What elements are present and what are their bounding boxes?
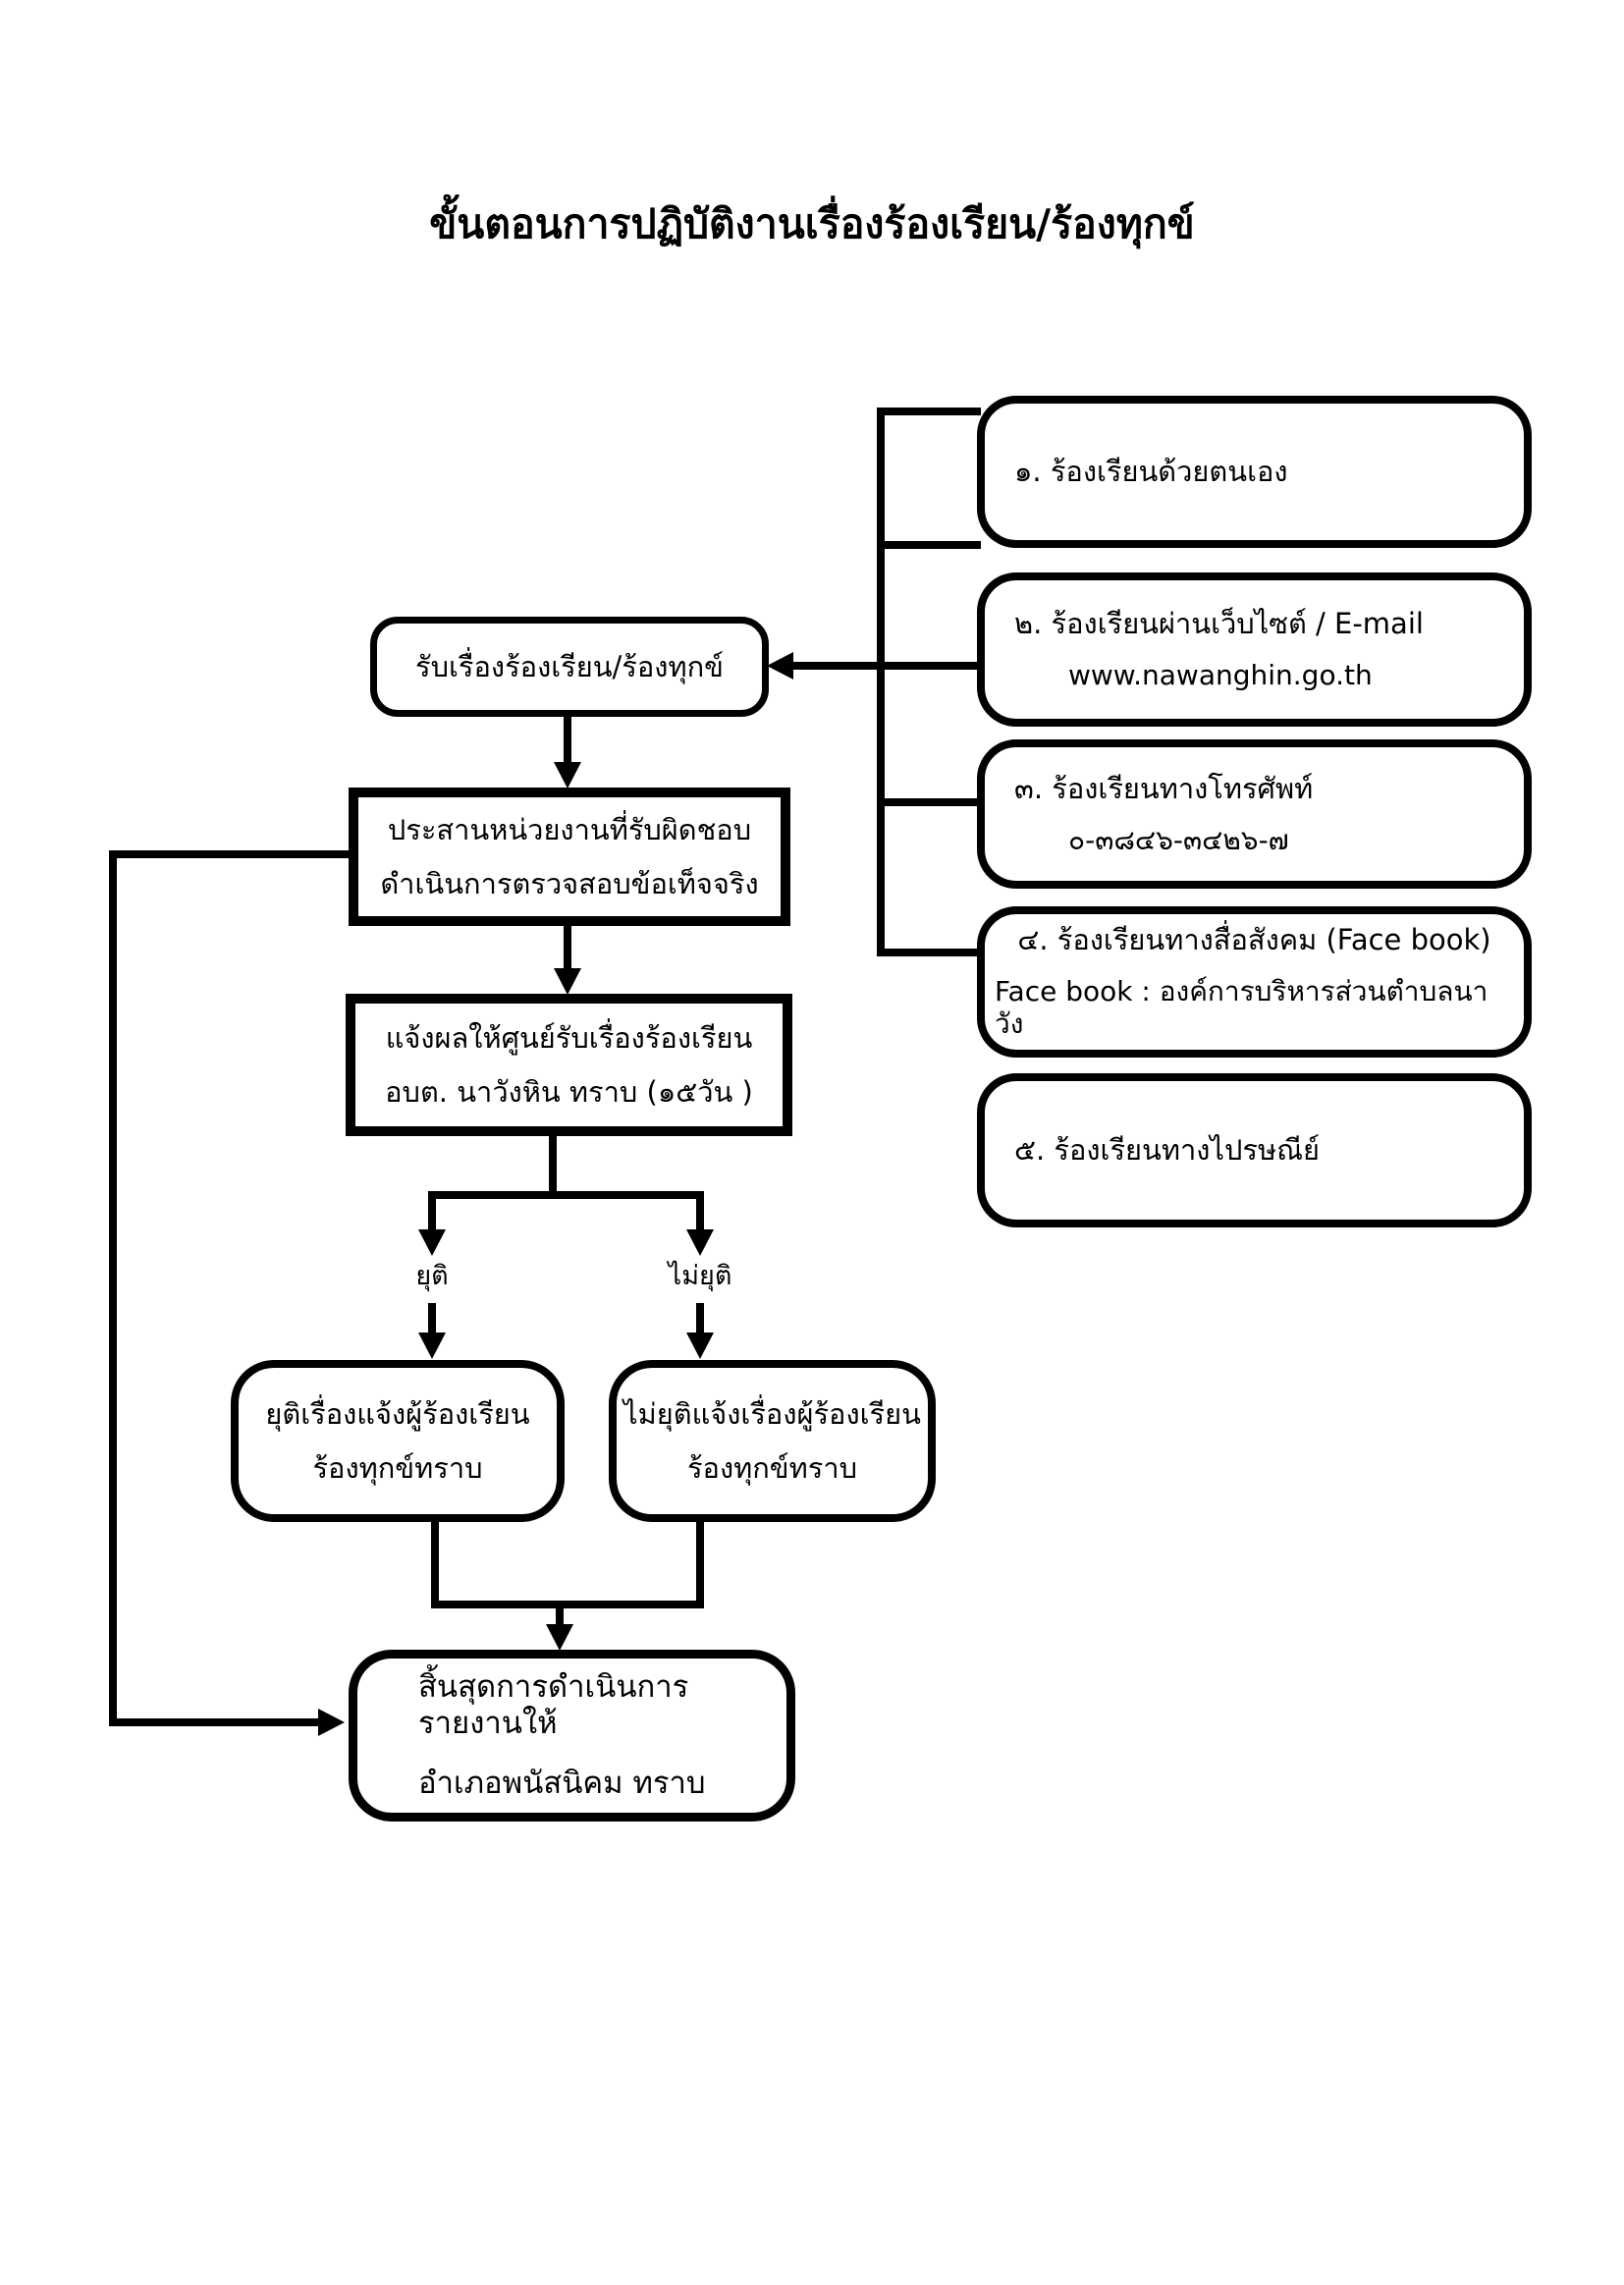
arrowhead-branch-right-upper xyxy=(686,1229,714,1256)
connector-branch-left-lower xyxy=(428,1303,436,1334)
channel-box-post-line1: ๕. ร้องเรียนทางไปรษณีย์ xyxy=(1014,1133,1320,1168)
connector-branch-left-upper xyxy=(428,1191,436,1231)
channel-box-post: ๕. ร้องเรียนทางไปรษณีย์ xyxy=(977,1073,1532,1227)
not-concluded-line2: ร้องทุกข์ทราบ xyxy=(686,1450,858,1485)
arrowhead-into-coordinate xyxy=(554,762,581,789)
channel-box-website-url: www.nawanghin.go.th xyxy=(1068,659,1373,692)
connector-split-bar xyxy=(428,1191,704,1199)
connector-branch-right-upper xyxy=(696,1191,704,1231)
connector-branch-right-lower xyxy=(696,1303,704,1334)
arrowhead-into-end xyxy=(546,1624,573,1651)
channel-box-social-account: Face book : องค์การบริหารส่วนตำบลนาวัง xyxy=(995,974,1489,1041)
channel-box-website-line1: ๒. ร้องเรียนผ่านเว็บไซต์ / E-mail xyxy=(1014,607,1424,641)
connector-feedback-top xyxy=(109,850,349,858)
coordinate-agency-line2: ดำเนินการตรวจสอบข้อเท็จจริง xyxy=(380,866,759,900)
connector-feedback-bottom xyxy=(109,1718,320,1726)
connector-receive-to-coordinate xyxy=(564,717,571,764)
report-result-line2: อบต. นาวังหิน ทราบ (๑๕วัน ) xyxy=(385,1074,753,1109)
arrowhead-into-concluded xyxy=(418,1333,446,1359)
arrowhead-into-report xyxy=(554,968,581,995)
channel-box-website-email: ๒. ร้องเรียนผ่านเว็บไซต์ / E-mail www.na… xyxy=(977,572,1532,727)
concluded-line2: ร้องทุกข์ทราบ xyxy=(312,1450,483,1485)
connector-merge-down xyxy=(556,1608,564,1626)
channel-box-phone-number: ๐-๓๘๔๖-๓๔๒๖-๗ xyxy=(1068,823,1289,856)
connector-stub-box1-bottom xyxy=(877,541,981,549)
connector-spine xyxy=(877,408,885,956)
end-process-box: สิ้นสุดการดำเนินการรายงานให้ อำเภอพนัสนิ… xyxy=(349,1650,795,1822)
branch-label-concluded: ยุติ xyxy=(415,1261,449,1291)
coordinate-agency-box: ประสานหน่วยงานที่รับผิดชอบ ดำเนินการตรวจ… xyxy=(349,788,790,926)
connector-coordinate-to-report xyxy=(564,926,571,970)
concluded-box: ยุติเรื่องแจ้งผู้ร้องเรียน ร้องทุกข์ทราบ xyxy=(231,1360,565,1522)
connector-stub-box3 xyxy=(877,798,981,806)
not-concluded-line1: ไม่ยุติแจ้งเรื่องผู้ร้องเรียน xyxy=(623,1396,921,1431)
connector-merge-right xyxy=(696,1522,704,1608)
branch-label-not-concluded: ไม่ยุติ xyxy=(668,1261,732,1291)
arrowhead-feedback-into-end xyxy=(318,1709,345,1736)
channel-box-in-person: ๑. ร้องเรียนด้วยตนเอง xyxy=(977,396,1532,548)
connector-spine-to-receive xyxy=(792,662,981,670)
connector-stub-box1-top xyxy=(877,408,981,415)
connector-merge-left xyxy=(431,1522,439,1608)
connector-merge-bar xyxy=(431,1601,704,1608)
report-result-line1: แจ้งผลให้ศูนย์รับเรื่องร้องเรียน xyxy=(385,1020,753,1055)
coordinate-agency-line1: ประสานหน่วยงานที่รับผิดชอบ xyxy=(387,812,752,846)
channel-box-in-person-line1: ๑. ร้องเรียนด้วยตนเอง xyxy=(1014,455,1288,489)
receive-complaint-label: รับเรื่องร้องเรียน/ร้องทุกข์ xyxy=(415,649,724,683)
report-result-box: แจ้งผลให้ศูนย์รับเรื่องร้องเรียน อบต. นา… xyxy=(346,994,792,1136)
end-process-line1: สิ้นสุดการดำเนินการรายงานให้ xyxy=(418,1668,689,1741)
not-concluded-box: ไม่ยุติแจ้งเรื่องผู้ร้องเรียน ร้องทุกข์ท… xyxy=(609,1360,936,1522)
connector-feedback-rail xyxy=(109,850,117,1726)
channel-box-social-line1: ๔. ร้องเรียนทางสื่อสังคม (Face book) xyxy=(1017,923,1491,956)
concluded-line1: ยุติเรื่องแจ้งผู้ร้องเรียน xyxy=(265,1396,530,1431)
connector-report-down xyxy=(549,1136,557,1199)
connector-stub-box4 xyxy=(877,949,981,956)
arrowhead-into-not-concluded xyxy=(686,1333,714,1359)
channel-box-social-media: ๔. ร้องเรียนทางสื่อสังคม (Face book) Fac… xyxy=(977,906,1532,1058)
channel-box-phone: ๓. ร้องเรียนทางโทรศัพท์ ๐-๓๘๔๖-๓๔๒๖-๗ xyxy=(977,739,1532,889)
channel-box-phone-line1: ๓. ร้องเรียนทางโทรศัพท์ xyxy=(1014,771,1314,805)
arrowhead-into-receive xyxy=(767,652,793,680)
arrowhead-branch-left-upper xyxy=(418,1229,446,1256)
end-process-line2: อำเภอพนัสนิคม ทราบ xyxy=(418,1766,706,1802)
page-title: ขั้นตอนการปฏิบัติงานเรื่องร้องเรียน/ร้อง… xyxy=(429,200,1195,247)
receive-complaint-box: รับเรื่องร้องเรียน/ร้องทุกข์ xyxy=(370,617,769,717)
